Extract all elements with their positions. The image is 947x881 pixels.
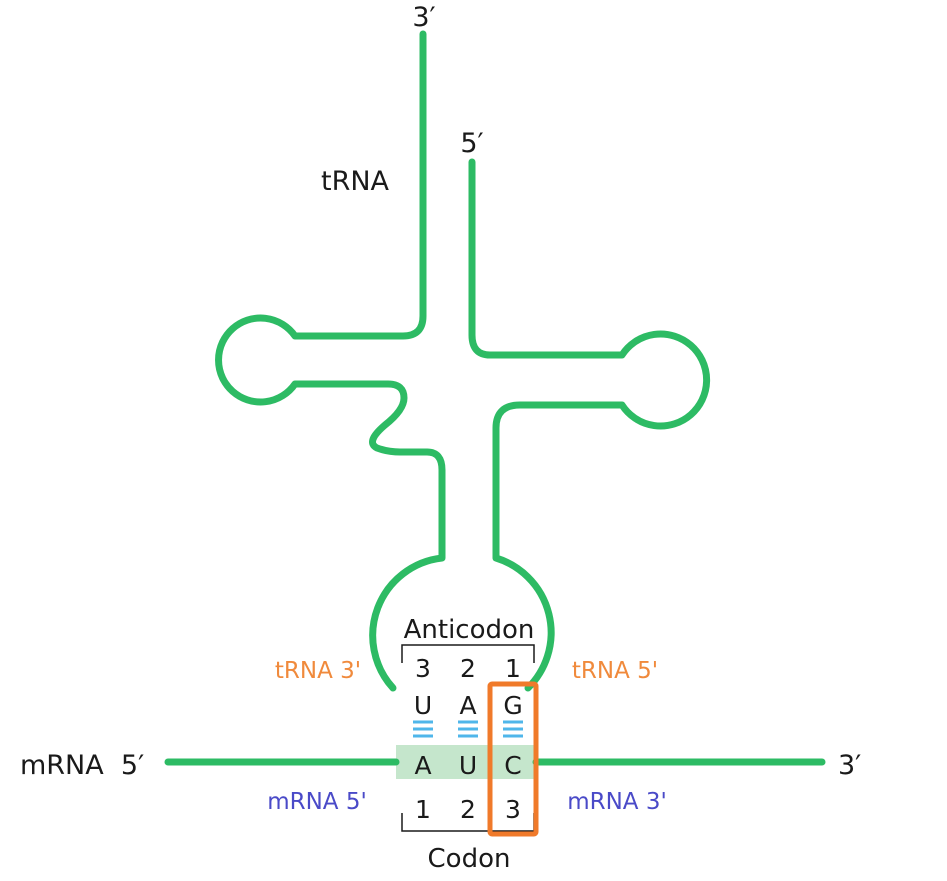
mrna-3prime-end-label: mRNA 3' xyxy=(567,789,667,815)
anticodon-position: 1 xyxy=(505,654,521,683)
codon-base: U xyxy=(459,751,477,780)
triple-line-base-pair-icon xyxy=(458,720,478,738)
mrna-3prime-label: 3′ xyxy=(838,750,861,781)
anticodon-base: A xyxy=(459,691,476,720)
anticodon-base: U xyxy=(414,691,432,720)
mrna-5prime-label: mRNA 5′ xyxy=(20,750,144,781)
mrna-5prime-end-label: mRNA 5' xyxy=(267,789,367,815)
anticodon-title: Anticodon xyxy=(404,615,535,645)
trna-5prime-end-label: tRNA 5' xyxy=(572,658,658,684)
codon-base: C xyxy=(504,751,521,780)
anticodon-position: 2 xyxy=(460,654,476,683)
trna-label: tRNA xyxy=(321,166,390,197)
codon-position: 2 xyxy=(460,795,476,824)
triple-line-base-pair-icon xyxy=(503,720,523,738)
codon-highlight xyxy=(396,745,536,779)
anticodon-bracket xyxy=(401,644,535,663)
trna-3prime-top-label: 3′ xyxy=(412,2,435,33)
triple-line-base-pair-icon xyxy=(413,720,433,738)
anticodon-base: G xyxy=(503,691,522,720)
codon-base: A xyxy=(414,751,431,780)
trna-3prime-end-label: tRNA 3' xyxy=(275,658,361,684)
base-pair-bonds xyxy=(413,720,523,738)
trna-strand-return xyxy=(468,158,711,692)
wobble-position-highlight xyxy=(487,681,539,837)
trna-5prime-top-label: 5′ xyxy=(460,128,483,159)
codon-position: 1 xyxy=(415,795,431,824)
anticodon-position: 3 xyxy=(415,654,431,683)
codon-position: 3 xyxy=(505,795,521,824)
trna-strand xyxy=(215,30,446,692)
codon-title: Codon xyxy=(428,844,511,874)
